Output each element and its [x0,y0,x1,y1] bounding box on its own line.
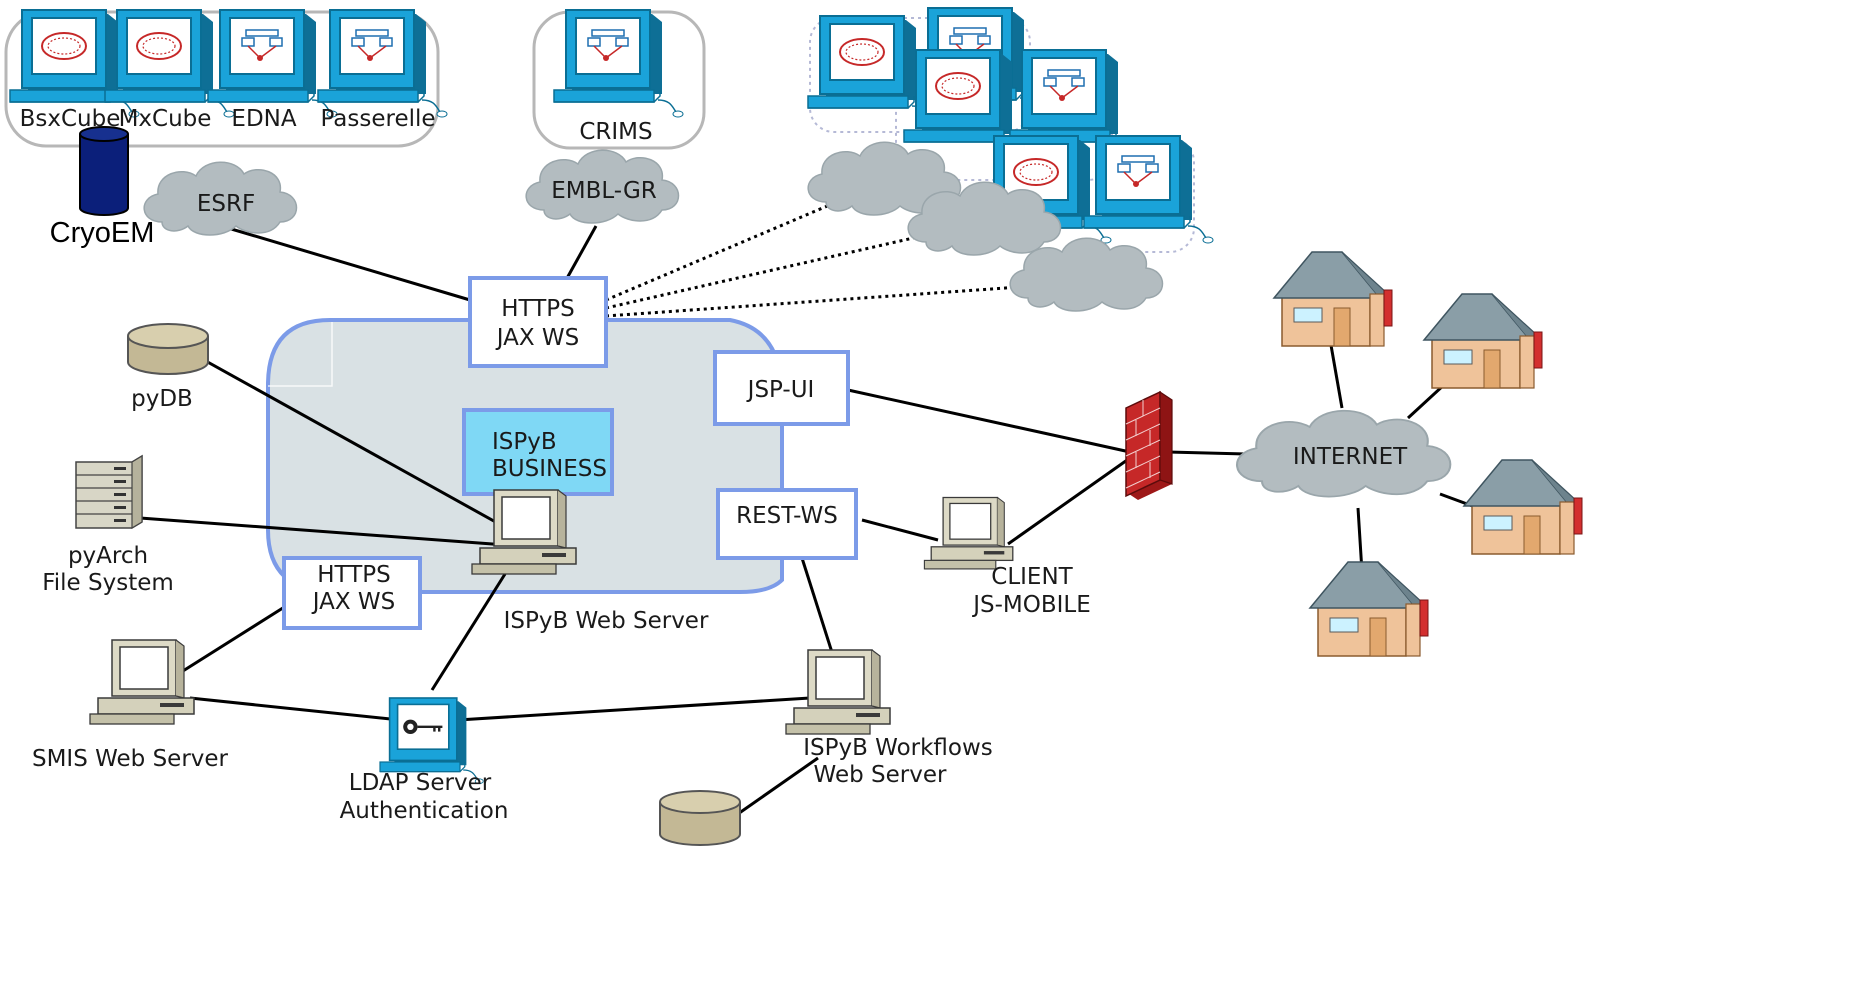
link-pyarch-server [139,516,507,547]
pyarch-label: pyArch [68,543,148,569]
esrf-label: ESRF [197,191,255,217]
link-firewall-internet [1167,450,1247,456]
ispyb-label: ISPyB [492,429,557,455]
smis-computer-icon [89,639,195,725]
link-jsp-firewall [847,388,1131,454]
https-bottom-label: HTTPS [317,562,390,588]
house-icon [1309,561,1429,657]
link-rest-client [861,518,939,542]
link-workflows-db [734,756,819,818]
mxcube-label: MxCube [119,106,212,132]
link-rest-workflows [800,557,838,666]
ldap-server-computer-icon [379,697,485,785]
jsp-ui-label: JSP-UI [746,377,815,403]
js-mobile-label: JS-MOBILE [971,592,1091,618]
rest-ws-label: REST-WS [736,503,838,529]
link-pydb-server [167,338,529,542]
workflows-label: ISPyB Workflows [803,735,993,761]
link-smis-ldap [189,696,401,722]
crims-computer-icon [553,9,684,118]
workflows-database-icon [659,790,741,846]
https-jaxws-bottom-box [282,556,422,630]
link-server-ldap [430,573,507,691]
ispyb-web-server-label: ISPyB Web Server [504,608,709,634]
smis-label: SMIS Web Server [32,746,229,772]
pydb-database-icon [127,323,209,375]
pyarch-server-icon [75,454,143,530]
passerelle-label: Passerelle [320,106,435,132]
https-jaxws-top-box [468,276,608,368]
embl-label: EMBL-GR [551,178,657,204]
ispyb-business-box [462,408,614,496]
ldap-server-label: LDAP Server [349,770,492,796]
file-system-label: File System [42,570,174,596]
crims-label: CRIMS [579,119,652,145]
rest-ws-box [716,488,858,560]
business-label: BUSINESS [492,456,607,482]
remote-computer-icon [1083,135,1214,244]
cryoem-database-icon [79,126,129,216]
workflows-web-server-label: Web Server [814,762,947,788]
remote-site-group-1 [809,17,1031,133]
client-computer-icon [923,496,1014,570]
workflows-computer-icon [785,649,891,735]
house-icon [1423,293,1543,389]
house-icon [1463,459,1583,555]
jaxws-top-label: JAX WS [495,325,580,351]
link-client-firewall [1007,456,1131,546]
remote-connections [605,202,1035,318]
pydb-label: pyDB [131,386,193,412]
cryoem-label: CryoEM [50,217,155,249]
https-top-label: HTTPS [501,296,574,322]
authentication-label: Authentication [340,798,509,824]
link-https-smis [174,604,287,678]
jaxws-bottom-label: JAX WS [311,589,396,615]
house-icon [1273,251,1393,347]
link-ldap-workflows [457,696,811,722]
link-embl-https [564,225,598,281]
edna-label: EDNA [231,106,296,132]
internet-label: INTERNET [1293,444,1408,470]
jsp-ui-box [713,350,850,426]
client-label: CLIENT [991,564,1073,590]
link-esrf-https [227,226,471,302]
firewall-icon [1125,390,1173,500]
